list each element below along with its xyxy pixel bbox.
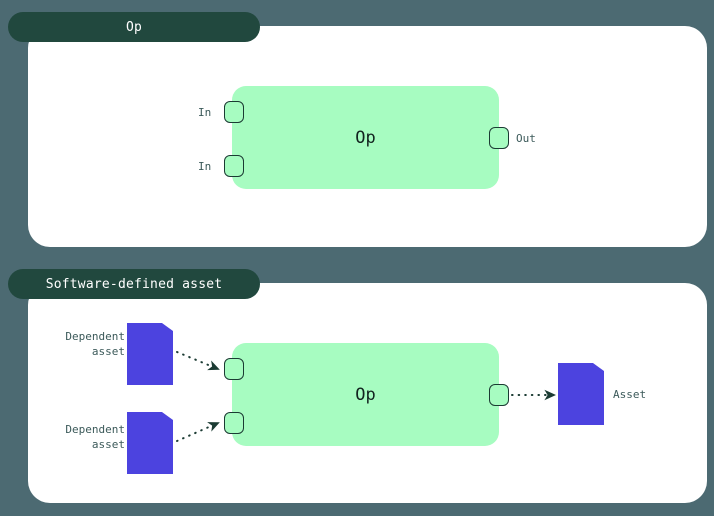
document-icon-asset[interactable] — [558, 363, 604, 425]
sda-op-input-port-1[interactable] — [224, 358, 244, 380]
panel-tab-op[interactable]: Op — [8, 12, 260, 42]
op-input-port-1[interactable] — [224, 101, 244, 123]
op-input-port-2[interactable] — [224, 155, 244, 177]
op-input-label-2: In — [198, 160, 212, 173]
sda-op-output-port-1[interactable] — [489, 384, 509, 406]
op-input-label-1: In — [198, 106, 212, 119]
dependent-asset-label-1: Dependent asset — [65, 330, 125, 358]
op-box-top[interactable]: Op — [232, 86, 499, 189]
document-icon-dependent-asset-1[interactable] — [127, 323, 173, 385]
op-output-port-1[interactable] — [489, 127, 509, 149]
op-box-bottom[interactable]: Op — [232, 343, 499, 446]
document-icon-dependent-asset-2[interactable] — [127, 412, 173, 474]
panel-tab-software-defined-asset[interactable]: Software-defined asset — [8, 269, 260, 299]
sda-op-input-port-2[interactable] — [224, 412, 244, 434]
op-output-label-1: Out — [516, 132, 536, 145]
asset-label: Asset — [613, 388, 647, 401]
dependent-asset-label-2: Dependent asset — [65, 423, 125, 451]
